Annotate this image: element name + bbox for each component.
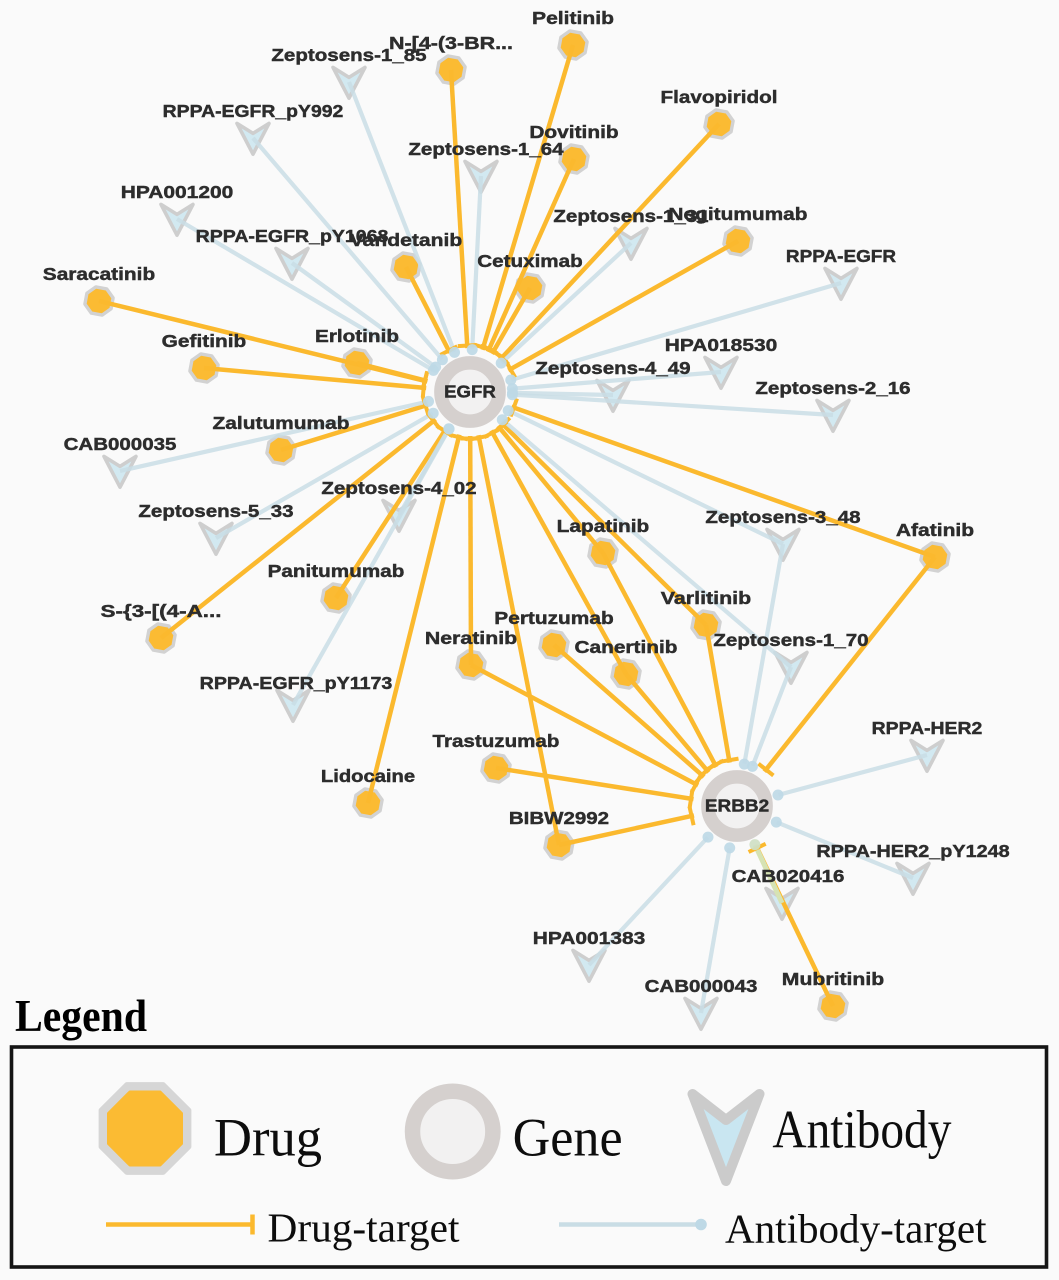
svg-text:Negitumumab: Negitumumab (668, 204, 807, 224)
svg-text:RPPA-EGFR_pY1173: RPPA-EGFR_pY1173 (200, 673, 393, 693)
svg-text:Afatinib: Afatinib (896, 520, 974, 540)
svg-text:Mubritinib: Mubritinib (782, 969, 884, 989)
svg-text:Neratinib: Neratinib (425, 628, 517, 648)
svg-text:Varlitinib: Varlitinib (661, 588, 751, 608)
svg-text:Zeptosens-1_85: Zeptosens-1_85 (271, 45, 427, 65)
svg-text:Lidocaine: Lidocaine (321, 766, 416, 786)
svg-text:HPA018530: HPA018530 (665, 335, 778, 355)
svg-text:RPPA-EGFR_pY1068: RPPA-EGFR_pY1068 (196, 226, 389, 246)
svg-text:EGFR: EGFR (444, 382, 496, 402)
svg-text:Gefitinib: Gefitinib (162, 331, 247, 351)
svg-text:Dovitinib: Dovitinib (529, 122, 618, 142)
svg-text:Drug-target: Drug-target (268, 1205, 460, 1251)
svg-text:Lapatinib: Lapatinib (557, 516, 650, 536)
svg-text:HPA001383: HPA001383 (533, 928, 646, 948)
svg-text:N-[4-(3-BR...: N-[4-(3-BR... (389, 33, 513, 53)
svg-text:CAB000043: CAB000043 (645, 976, 758, 996)
svg-text:CAB000035: CAB000035 (64, 434, 177, 454)
svg-text:Zeptosens-1_31: Zeptosens-1_31 (553, 206, 709, 226)
svg-text:Zalutumumab: Zalutumumab (213, 413, 350, 433)
svg-text:Erlotinib: Erlotinib (315, 326, 399, 346)
svg-text:Pelitinib: Pelitinib (532, 8, 614, 28)
svg-text:Zeptosens-5_33: Zeptosens-5_33 (138, 501, 294, 521)
svg-text:ERBB2: ERBB2 (705, 796, 770, 816)
svg-text:Gene: Gene (513, 1108, 623, 1168)
svg-text:Pertuzumab: Pertuzumab (494, 608, 613, 628)
svg-text:Zeptosens-4_49: Zeptosens-4_49 (535, 358, 691, 378)
svg-text:Zeptosens-1_64: Zeptosens-1_64 (408, 139, 564, 159)
svg-text:Legend: Legend (15, 991, 147, 1041)
svg-text:Zeptosens-1_70: Zeptosens-1_70 (713, 630, 869, 650)
svg-text:Drug: Drug (214, 1108, 322, 1168)
svg-text:Vandetanib: Vandetanib (350, 230, 462, 250)
svg-text:RPPA-EGFR_pY992: RPPA-EGFR_pY992 (163, 101, 344, 121)
svg-text:Flavopiridol: Flavopiridol (661, 87, 778, 107)
svg-text:RPPA-HER2: RPPA-HER2 (872, 718, 983, 738)
svg-text:Antibody-target: Antibody-target (725, 1206, 987, 1252)
svg-text:Zeptosens-2_16: Zeptosens-2_16 (755, 378, 911, 398)
svg-text:Zeptosens-3_48: Zeptosens-3_48 (705, 507, 861, 527)
svg-text:BIBW2992: BIBW2992 (509, 808, 610, 828)
svg-text:Canertinib: Canertinib (575, 637, 678, 657)
svg-text:Trastuzumab: Trastuzumab (433, 731, 560, 751)
svg-text:HPA001200: HPA001200 (121, 182, 234, 202)
svg-text:RPPA-EGFR: RPPA-EGFR (786, 246, 896, 266)
svg-text:S-{3-[(4-A...: S-{3-[(4-A... (101, 601, 222, 621)
svg-text:Panitumumab: Panitumumab (268, 561, 405, 581)
svg-text:Cetuximab: Cetuximab (477, 251, 582, 271)
svg-text:CAB020416: CAB020416 (732, 866, 845, 886)
svg-text:Antibody: Antibody (772, 1100, 951, 1160)
svg-text:Zeptosens-4_02: Zeptosens-4_02 (321, 478, 477, 498)
svg-text:RPPA-HER2_pY1248: RPPA-HER2_pY1248 (816, 841, 1009, 861)
svg-text:Saracatinib: Saracatinib (43, 264, 155, 284)
